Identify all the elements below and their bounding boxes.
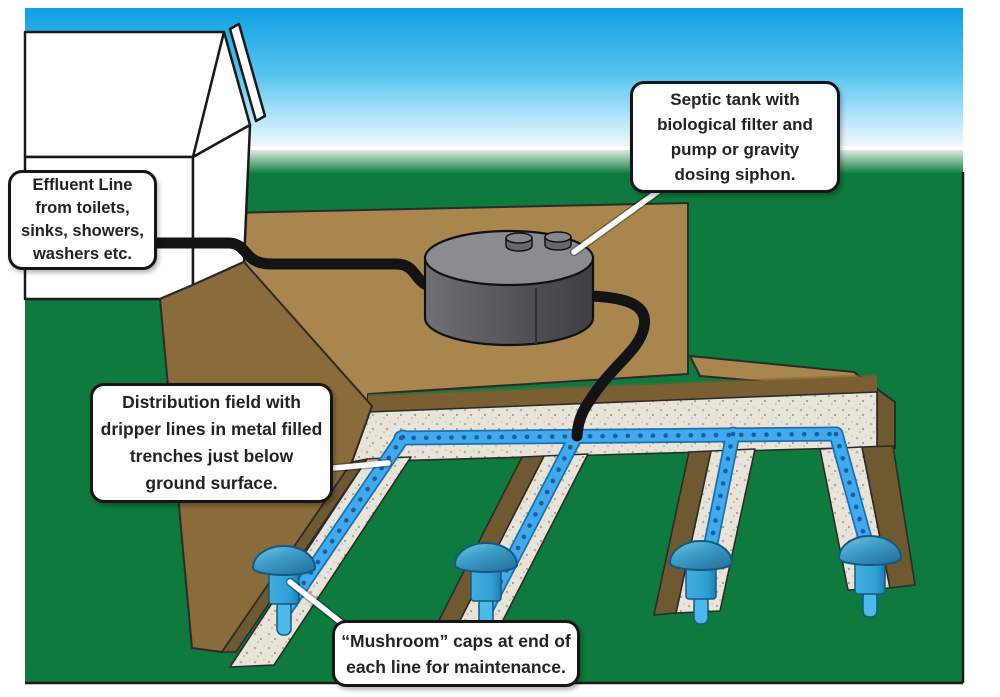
mushroom-cap-1 — [252, 545, 316, 636]
callout-distribution-field: Distribution field with dripper lines in… — [90, 383, 333, 503]
callout-effluent-line-text: Effluent Line from toilets, sinks, showe… — [21, 176, 144, 263]
house-fascia — [228, 22, 267, 123]
callout-leaders — [285, 185, 665, 633]
callout-distribution-field-text: Distribution field with dripper lines in… — [100, 392, 323, 493]
mushroom-caps — [252, 535, 902, 636]
callout-effluent-line: Effluent Line from toilets, sinks, showe… — [8, 170, 157, 270]
tank-outlet-pipe — [544, 290, 651, 442]
callout-septic-tank: Septic tank with biological filter and p… — [630, 81, 840, 193]
dripper-lines — [276, 426, 874, 620]
callout-septic-tank-text: Septic tank with biological filter and p… — [657, 90, 813, 184]
mushroom-cap-3 — [669, 540, 733, 625]
tank-access-cap-2 — [544, 231, 572, 251]
septic-tank — [423, 229, 595, 347]
mushroom-cap-2 — [454, 542, 518, 631]
house-roof — [23, 30, 226, 159]
tank-access-cap-1 — [505, 232, 533, 252]
callout-mushroom-caps-text: “Mushroom” caps at end of each line for … — [341, 630, 571, 677]
callout-mushroom-caps: “Mushroom” caps at end of each line for … — [332, 620, 580, 687]
trench-3-wall — [653, 450, 712, 616]
mushroom-cap-4 — [838, 535, 902, 618]
